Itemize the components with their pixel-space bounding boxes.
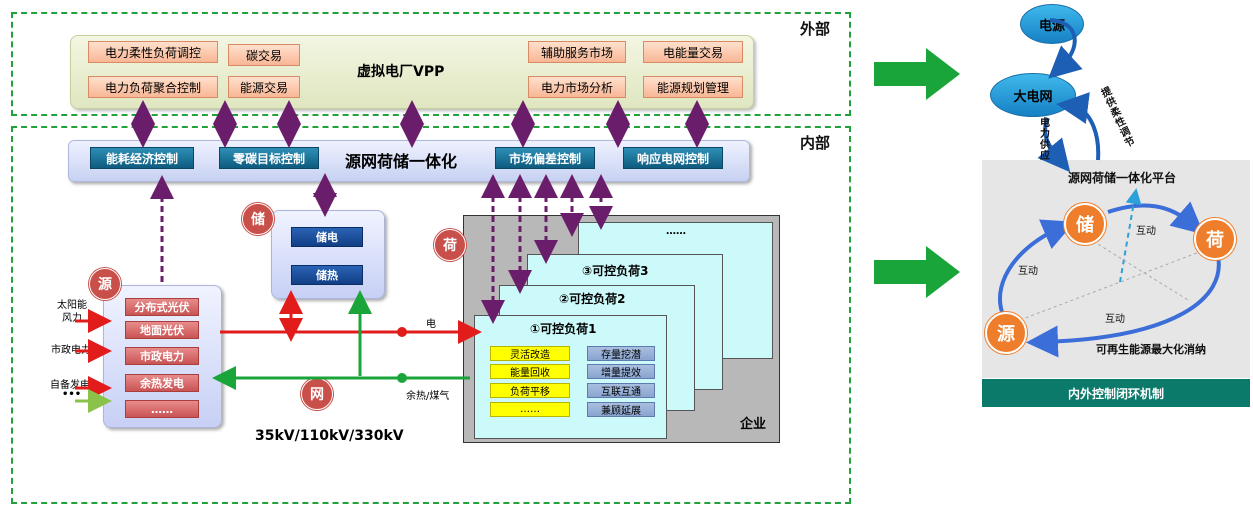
outer-boundary xyxy=(11,12,851,116)
control-bar-title: 源网荷储一体化 xyxy=(345,152,458,171)
more-source-button: …… xyxy=(125,400,199,418)
store-electricity-button: 储电 xyxy=(291,227,363,247)
connector-layer xyxy=(75,100,709,413)
grid-voltage: 35kV/110kV/330kV xyxy=(255,428,404,444)
waste-heat-power-button: 余热发电 xyxy=(125,374,199,392)
market-deviation-button: 市场偏差控制 xyxy=(495,147,595,169)
input-wind: 风力 xyxy=(62,313,82,324)
supply-label: 电力供应 xyxy=(1040,118,1050,162)
heat-label: 余热/煤气 xyxy=(406,391,450,402)
inner-boundary xyxy=(11,126,851,504)
vpp-item-energy-planning: 能源规划管理 xyxy=(643,76,743,98)
distributed-pv-button: 分布式光伏 xyxy=(125,298,199,316)
renewable-label: 可再生能源最大化消纳 xyxy=(1096,343,1206,356)
grid-response-button: 响应电网控制 xyxy=(623,147,723,169)
vpp-item-market-analysis: 电力市场分析 xyxy=(528,76,626,98)
store-heat-button: 储热 xyxy=(291,265,363,285)
interconnection: 互联互通 xyxy=(587,383,655,398)
vpp-item-energy-volume: 电能量交易 xyxy=(643,41,743,63)
interact-label-bottom: 互动 xyxy=(1105,314,1125,325)
stock-potential: 存量挖潜 xyxy=(587,346,655,361)
arrow-right-top-icon xyxy=(874,48,960,100)
inner-label: 内部 xyxy=(800,134,831,152)
platform-title: 源网荷储一体化平台 xyxy=(1068,171,1177,185)
input-self-generation: 自备发电 xyxy=(50,380,90,391)
load-card-2-title: ②可控负荷2 xyxy=(559,292,626,306)
closed-loop-footer: 内外控制闭环机制 xyxy=(982,379,1250,407)
ground-pv-button: 地面光伏 xyxy=(125,321,199,339)
vpp-item-flex-load: 电力柔性负荷调控 xyxy=(88,41,218,63)
municipal-power-button: 市政电力 xyxy=(125,347,199,365)
vpp-item-energy-trade: 能源交易 xyxy=(228,76,300,98)
extension: 兼顾延展 xyxy=(587,402,655,417)
vpp-item-carbon: 碳交易 xyxy=(228,44,300,66)
more-yellow: …… xyxy=(490,402,570,417)
storage-badge: 储 xyxy=(242,203,274,235)
input-more: ••• xyxy=(62,389,82,400)
vpp-title: 虚拟电厂VPP xyxy=(357,64,445,80)
right-connector-layer xyxy=(998,18,1221,358)
source-badge: 源 xyxy=(89,268,121,300)
enterprise-label: 企业 xyxy=(740,417,767,432)
load-card-1-title: ①可控负荷1 xyxy=(530,322,597,336)
zero-carbon-button: 零碳目标控制 xyxy=(219,147,319,169)
electric-label: 电 xyxy=(426,319,436,330)
load-card-3-title: ③可控负荷3 xyxy=(582,264,649,278)
interact-label-top: 互动 xyxy=(1136,226,1156,237)
arrow-right-bottom-icon xyxy=(874,246,960,298)
energy-recovery: 能量回收 xyxy=(490,364,570,379)
input-municipal: 市政电力 xyxy=(51,345,91,356)
input-solar: 太阳能 xyxy=(57,300,87,311)
source-node: 源 xyxy=(985,312,1027,354)
big-arrows xyxy=(874,48,960,298)
flexible-retrofit: 灵活改造 xyxy=(490,346,570,361)
vpp-item-ancillary: 辅助服务市场 xyxy=(528,41,626,63)
interact-label-left: 互动 xyxy=(1018,266,1038,277)
load-badge: 荷 xyxy=(434,229,466,261)
vpp-item-load-aggregation: 电力负荷聚合控制 xyxy=(88,76,218,98)
storage-node: 储 xyxy=(1064,203,1106,245)
load-shifting: 负荷平移 xyxy=(490,383,570,398)
outer-label: 外部 xyxy=(800,20,831,38)
increment-efficiency: 增量提效 xyxy=(587,364,655,379)
grid-badge: 网 xyxy=(301,378,333,410)
load-node: 荷 xyxy=(1194,218,1236,260)
load-card-more-title: …… xyxy=(666,226,686,237)
